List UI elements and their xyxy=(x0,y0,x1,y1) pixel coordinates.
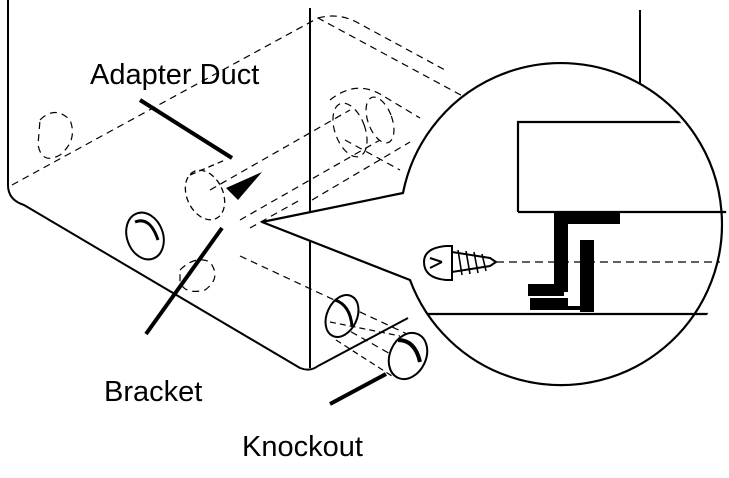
detail-callout xyxy=(260,61,728,387)
insertion-arrow-icon xyxy=(226,172,262,200)
knockout-holes xyxy=(125,211,360,338)
detail-pointer xyxy=(260,61,724,387)
leader-bracket xyxy=(144,226,224,336)
hidden-lines xyxy=(11,15,471,366)
leader-lines xyxy=(138,98,387,406)
cabinet-left-panel xyxy=(7,0,409,371)
knockout-label: Knockout xyxy=(242,431,363,463)
adapter-duct-opening xyxy=(184,159,226,221)
detail-bracket xyxy=(528,212,620,312)
bracket-label: Bracket xyxy=(104,376,203,408)
knockout-hole-upper xyxy=(125,211,165,261)
leader-knockout xyxy=(329,372,387,406)
leader-adapter-duct xyxy=(138,98,234,160)
knockout-hole-lower xyxy=(324,294,360,338)
screw-icon xyxy=(422,245,498,281)
cabinet-body xyxy=(7,0,641,371)
adapter-duct-label: Adapter Duct xyxy=(90,59,260,91)
knockout-plug xyxy=(329,321,429,381)
